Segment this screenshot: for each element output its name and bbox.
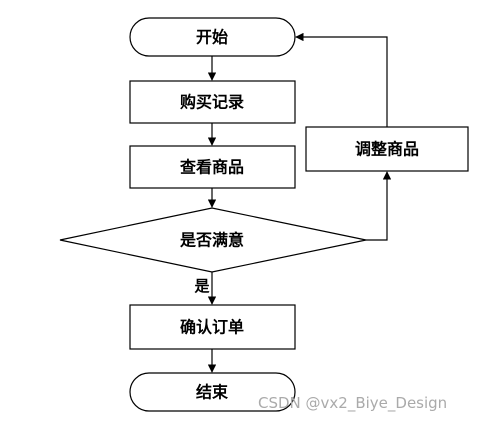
confirm-order-node: 确认订单 <box>129 304 296 350</box>
arrow-adjust-to-start <box>295 32 388 127</box>
purchase-records-node: 购买记录 <box>129 80 296 124</box>
view-products-label: 查看商品 <box>180 158 244 177</box>
start-label: 开始 <box>196 28 228 47</box>
yes-edge-label: 是 <box>193 277 210 295</box>
watermark-text: CSDN @vx2_Biye_Design <box>258 394 447 413</box>
end-label: 结束 <box>195 383 229 402</box>
end-node: 结束 <box>129 372 296 412</box>
satisfied-label: 是否满意 <box>179 231 244 250</box>
satisfied-decision-node: 是否满意 <box>59 207 367 273</box>
purchase-records-label: 购买记录 <box>180 93 244 112</box>
view-products-node: 查看商品 <box>129 145 296 189</box>
arrow-decision-to-adjust <box>366 171 392 241</box>
adjust-products-node: 调整商品 <box>305 126 469 172</box>
start-node: 开始 <box>129 17 296 57</box>
adjust-products-label: 调整商品 <box>355 140 419 159</box>
confirm-order-label: 确认订单 <box>180 318 244 337</box>
